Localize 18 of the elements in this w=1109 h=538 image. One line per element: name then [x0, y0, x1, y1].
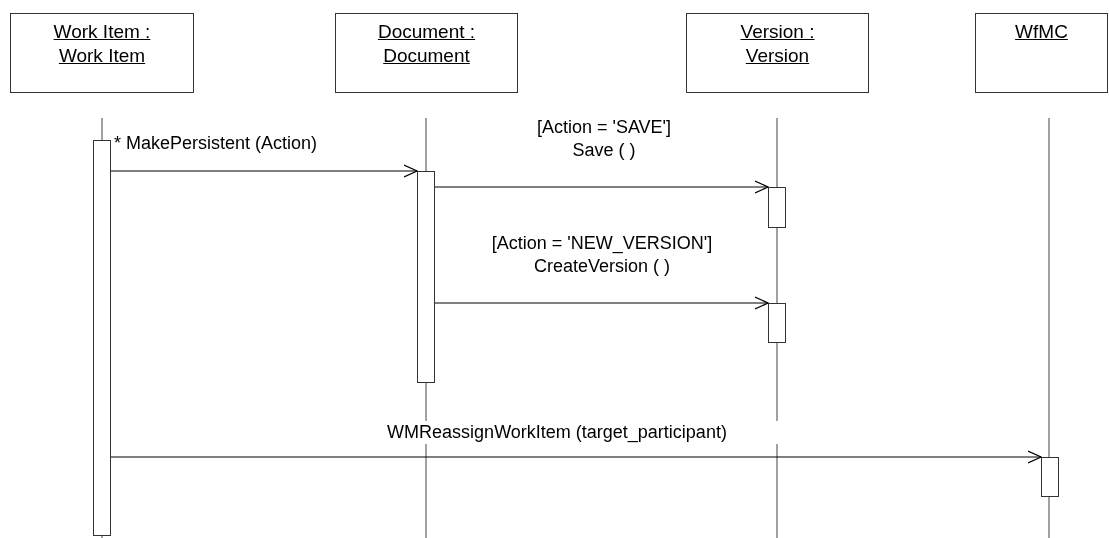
- message-arrow: [110, 164, 418, 178]
- activation-bar: [1041, 457, 1059, 497]
- activation-bar: [93, 140, 111, 536]
- object-name: WfMC: [1015, 20, 1068, 44]
- object-box: [335, 13, 518, 93]
- message-label: * MakePersistent (Action): [113, 132, 319, 155]
- object-name: Document : Document: [376, 20, 477, 68]
- object-name: Version : Version: [739, 20, 816, 68]
- object-box: [10, 13, 194, 93]
- object-box: [975, 13, 1108, 93]
- message-arrow: [110, 450, 1042, 464]
- activation-bar: [768, 303, 786, 343]
- object-name: Work Item : Work Item: [52, 20, 152, 68]
- object-box: [686, 13, 869, 93]
- activation-bar: [417, 171, 435, 383]
- activation-bar: [768, 187, 786, 228]
- message-arrow: [434, 180, 769, 194]
- message-arrow: [434, 296, 769, 310]
